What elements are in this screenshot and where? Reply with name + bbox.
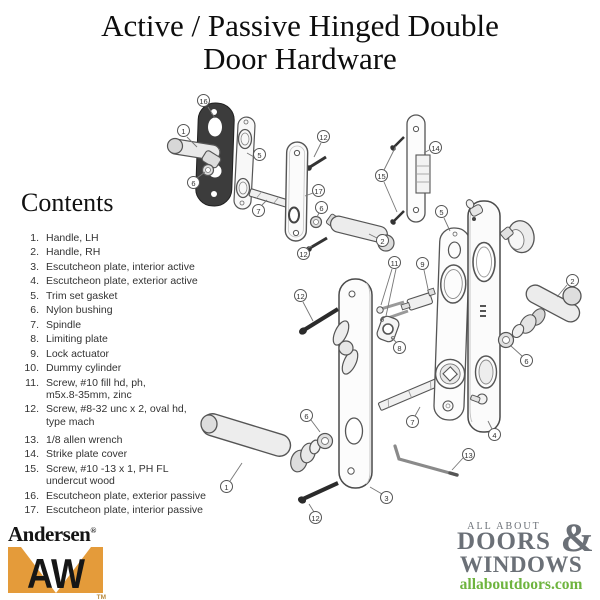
part-escutcheon-interior-active — [338, 278, 373, 489]
part-allen-wrench — [393, 444, 459, 477]
part-lock-actuator — [400, 287, 436, 311]
contents-item-1: 1.Handle, LH — [30, 232, 99, 244]
aad-doors: DOORS — [457, 528, 551, 555]
callout-13: 13 — [462, 448, 475, 461]
callout-9: 9 — [416, 257, 429, 270]
part-screw-12-long-upper — [299, 307, 340, 335]
contents-item-8: 8.Limiting plate — [30, 333, 108, 346]
allaboutdoors-logo: ALL ABOUT DOORS & WINDOWS allaboutdoors.… — [450, 518, 594, 593]
callout-12d: 12 — [309, 511, 322, 524]
callout-15: 15 — [375, 169, 388, 182]
part-limiting-plate — [376, 315, 400, 343]
andersen-aw-mark: AW — [8, 547, 103, 597]
part-nylon-bushing-b — [309, 215, 323, 229]
registered-mark: ® — [90, 526, 96, 535]
contents-item-2: 2.Handle, RH — [30, 246, 101, 259]
callout-2b: 2 — [566, 274, 579, 287]
callout-8: 8 — [393, 341, 406, 354]
part-screw-12-a — [306, 155, 327, 171]
part-spindle-b — [377, 377, 443, 411]
callout-12c: 12 — [294, 289, 307, 302]
callout-7a: 7 — [252, 204, 265, 217]
part-strike-plate-cover — [406, 114, 431, 223]
callout-2a: 2 — [376, 234, 389, 247]
callout-4: 4 — [488, 428, 501, 441]
aad-windows: WINDOWS — [459, 551, 583, 577]
callout-11: 11 — [388, 256, 401, 269]
callout-6c: 6 — [300, 409, 313, 422]
callout-leader-lines — [186, 106, 568, 513]
callout-3: 3 — [380, 491, 393, 504]
callout-12a: 12 — [317, 130, 330, 143]
callout-16: 16 — [197, 94, 210, 107]
svg-text:AW: AW — [27, 550, 85, 593]
part-nylon-bushing-d — [497, 331, 515, 349]
part-screw-12-long-lower — [297, 481, 339, 504]
aad-all-about: ALL ABOUT — [467, 521, 541, 532]
andersen-wordmark: Andersen® — [8, 522, 96, 546]
part-handle-lh-top — [166, 137, 222, 169]
contents-item-4: 4.Escutcheon plate, exterior active — [30, 275, 198, 288]
callout-6a: 6 — [187, 176, 200, 189]
callout-6d: 6 — [520, 354, 533, 367]
part-trim-gasket-a — [233, 116, 256, 210]
contents-list: 1.Handle, LH 2.Handle, RH 3.Escutcheon p… — [21, 232, 233, 516]
contents-item-14: 14.Strike plate cover — [24, 448, 128, 461]
callout-14: 14 — [429, 141, 442, 154]
andersen-tm: TM — [96, 594, 106, 600]
contents-item-17: 17.Escutcheon plate, interior passive — [24, 504, 204, 517]
part-nylon-bushing-a — [201, 163, 215, 177]
contents-item-10: 10.Dummy cylinder — [24, 362, 122, 375]
callout-6b: 6 — [315, 201, 328, 214]
part-screws-15 — [390, 136, 405, 225]
callout-12b: 12 — [297, 247, 310, 260]
callout-5a: 5 — [253, 148, 266, 161]
aad-ampersand: & — [560, 515, 594, 560]
contents-item-16: 16.Escutcheon plate, exterior passive — [24, 489, 206, 502]
aad-url: allaboutdoors.com — [459, 575, 583, 593]
contents-item-7: 7.Spindle — [30, 318, 82, 331]
contents-item-5: 5.Trim set gasket — [30, 289, 118, 302]
contents-item-6: 6.Nylon bushing — [30, 304, 113, 317]
page-title: Active / Passive Hinged Double Door Hard… — [101, 8, 499, 76]
andersen-logo: Andersen® AW TM — [8, 522, 120, 600]
part-escutcheon-interior-passive — [284, 141, 309, 242]
contents-item-3: 3.Escutcheon plate, interior active — [30, 260, 195, 273]
part-dummy-cylinder — [500, 220, 535, 254]
part-handle-rh-bottom — [511, 284, 582, 339]
contents-item-9: 9.Lock actuator — [30, 347, 110, 360]
callout-5b: 5 — [435, 205, 448, 218]
callout-17: 17 — [312, 184, 325, 197]
contents-item-11: 11.Screw, #10 fill hd, ph, m5x.8-35mm, z… — [25, 376, 146, 401]
callout-7b: 7 — [406, 415, 419, 428]
part-handle-lh-bottom — [200, 413, 321, 473]
contents-item-12: 12.Screw, #8-32 unc x 2, oval hd, type m… — [24, 403, 187, 428]
part-thumbturn — [332, 320, 359, 375]
callout-1b: 1 — [220, 480, 233, 493]
contents-item-13: 13.1/8 allen wrench — [24, 434, 123, 446]
part-nylon-bushing-c — [316, 432, 334, 450]
contents-panel: Contents 1.Handle, LH 2.Handle, RH 3.Esc… — [21, 188, 233, 519]
part-escutcheon-exterior-active — [465, 199, 501, 433]
part-trim-gasket-b — [433, 227, 471, 421]
contents-heading: Contents — [21, 188, 114, 217]
contents-item-15: 15.Screw, #10 -13 x 1, PH FL undercut wo… — [24, 462, 169, 488]
callout-1a: 1 — [177, 124, 190, 137]
